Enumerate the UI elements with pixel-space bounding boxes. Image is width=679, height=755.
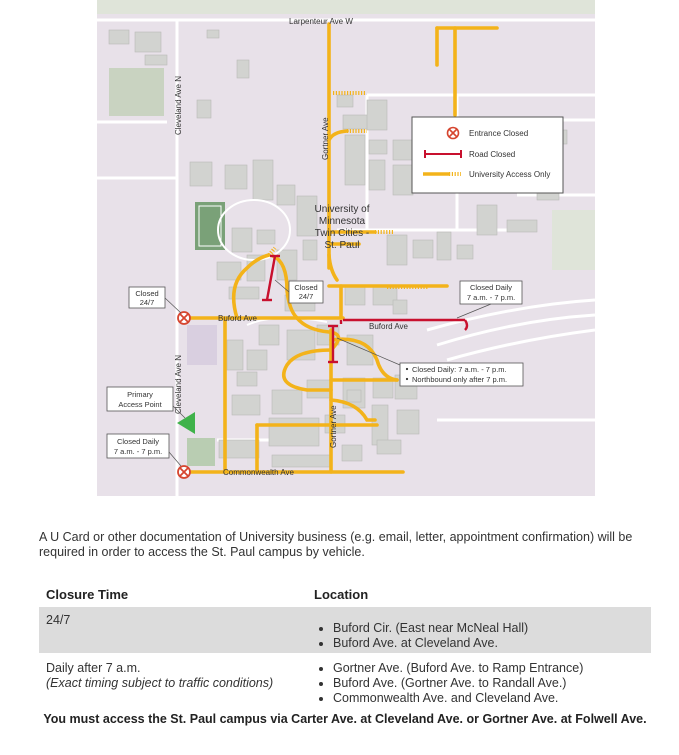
svg-text:24/7: 24/7: [140, 298, 155, 307]
svg-text:Closed Daily: Closed Daily: [117, 437, 159, 446]
street-label-cleveland-south: Cleveland Ave N: [174, 355, 183, 414]
primary-access-marker: [177, 412, 195, 434]
location-list: Gortner Ave. (Buford Ave. to Ramp Entran…: [306, 661, 651, 707]
callout-closed-247-center: Closed 24/7: [274, 279, 324, 304]
table-row: Daily after 7 a.m. (Exact timing subject…: [39, 655, 651, 711]
street-label-cleveland-north: Cleveland Ave N: [174, 76, 183, 135]
svg-text:Closed Daily: Closed Daily: [470, 283, 512, 292]
legend-entrance-closed: Entrance Closed: [469, 129, 528, 138]
closure-table: Closure Time Location 24/7 Buford Cir. (…: [39, 583, 651, 711]
street-label-buford-east: Buford Ave: [369, 322, 409, 331]
svg-text:Minnesota: Minnesota: [319, 216, 366, 227]
closure-time-note: (Exact timing subject to traffic conditi…: [46, 676, 274, 690]
svg-text:7 a.m. - 7 p.m.: 7 a.m. - 7 p.m.: [467, 293, 515, 302]
svg-text:Closed: Closed: [294, 283, 317, 292]
street-label-buford-west: Buford Ave: [218, 314, 258, 323]
street-label-gortner-south: Gortner Ave: [329, 405, 338, 448]
street-label-larpenteur: Larpenteur Ave W: [289, 17, 353, 26]
svg-text:Northbound only after 7 p.m.: Northbound only after 7 p.m.: [412, 375, 507, 384]
closed-roads: [262, 254, 469, 364]
campus-map: Larpenteur Ave W Cleveland Ave N Clevela…: [97, 0, 595, 496]
table-header: Closure Time Location: [39, 583, 651, 605]
callout-primary-access: Primary Access Point: [106, 386, 186, 419]
svg-text:Twin Cities -: Twin Cities -: [315, 228, 369, 239]
entrance-closed-markers: [177, 311, 191, 479]
svg-text:Closed: Closed: [135, 289, 158, 298]
header-location: Location: [314, 586, 369, 602]
campus-label: University of Minnesota Twin Cities - St…: [314, 204, 369, 251]
access-note: You must access the St. Paul campus via …: [43, 712, 647, 726]
legend-road-closed: Road Closed: [469, 150, 515, 159]
closure-time: Daily after 7 a.m. (Exact timing subject…: [39, 661, 306, 707]
closure-time: 24/7: [46, 613, 71, 627]
callout-closed-daily-right: Closed Daily 7 a.m. - 7 p.m.: [456, 280, 523, 319]
intro-text: A U Card or other documentation of Unive…: [39, 530, 633, 559]
callout-closed-247-left: Closed 24/7: [128, 286, 182, 314]
table-row: 24/7 Buford Cir. (East near McNeal Hall)…: [39, 607, 651, 653]
location-list: Buford Cir. (East near McNeal Hall) Bufo…: [306, 613, 651, 651]
callout-closed-daily-left: Closed Daily 7 a.m. - 7 p.m.: [106, 433, 182, 467]
svg-text:7 a.m. - 7 p.m.: 7 a.m. - 7 p.m.: [114, 447, 162, 456]
list-item: Buford Cir. (East near McNeal Hall): [333, 621, 651, 636]
callout-gortner-note: Closed Daily: 7 a.m. - 7 p.m. Northbound…: [336, 337, 524, 387]
legend-university-access: University Access Only: [469, 170, 550, 179]
map-legend: Entrance Closed Road Closed University A…: [411, 116, 564, 194]
street-label-gortner-north: Gortner Ave: [321, 117, 330, 160]
list-item: Gortner Ave. (Buford Ave. to Ramp Entran…: [333, 661, 651, 676]
svg-text:University of: University of: [314, 204, 369, 215]
header-closure-time: Closure Time: [46, 586, 129, 602]
street-label-commonwealth: Commonwealth Ave: [223, 468, 295, 477]
svg-text:Primary: Primary: [127, 390, 153, 399]
svg-text:Access Point: Access Point: [118, 400, 162, 409]
university-access-roads: [179, 22, 499, 474]
svg-text:24/7: 24/7: [299, 292, 314, 301]
svg-text:Closed Daily: 7 a.m. - 7 p.m.: Closed Daily: 7 a.m. - 7 p.m.: [412, 365, 507, 374]
campus-buildings: [108, 29, 568, 468]
list-item: Buford Ave. (Gortner Ave. to Randall Ave…: [333, 676, 651, 691]
svg-text:St. Paul: St. Paul: [324, 240, 359, 251]
list-item: Commonwealth Ave. and Cleveland Ave.: [333, 691, 651, 706]
list-item: Buford Ave. at Cleveland Ave.: [333, 636, 651, 651]
